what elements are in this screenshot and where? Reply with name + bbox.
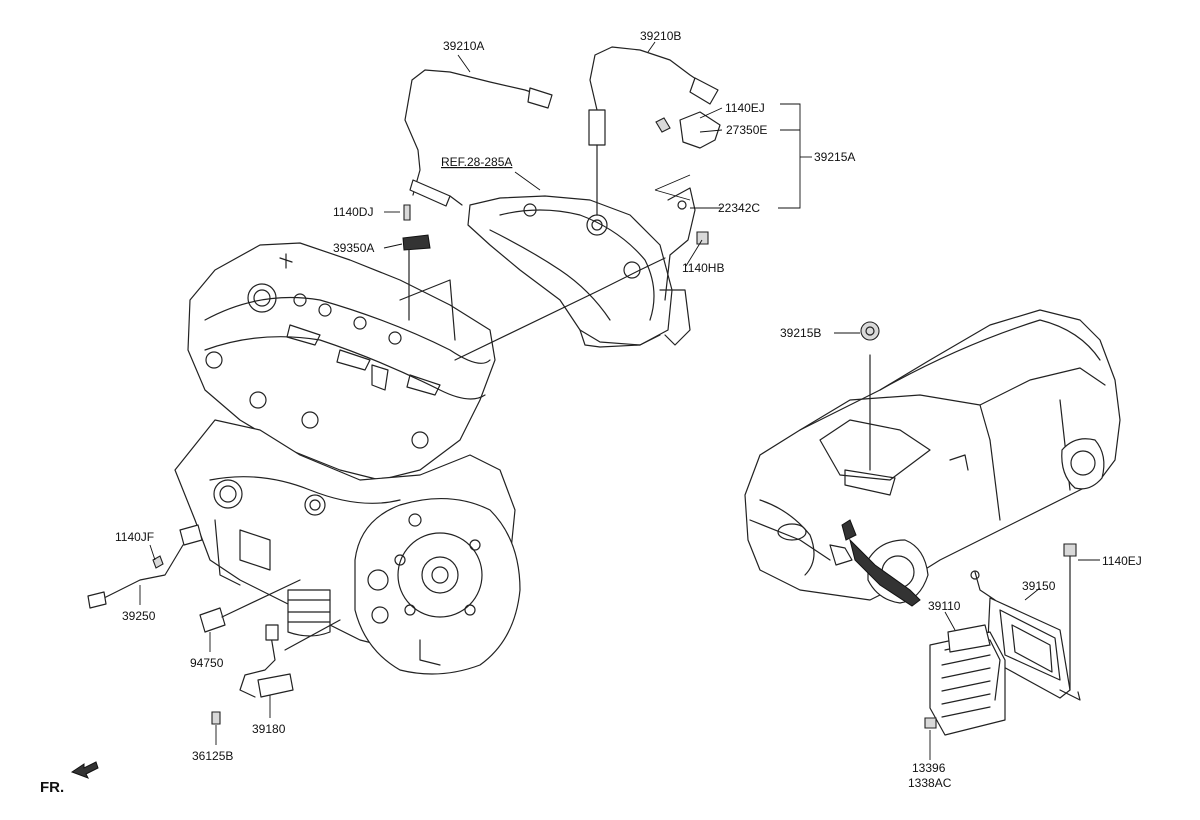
ecu-module	[924, 624, 1006, 736]
engine-block	[174, 242, 521, 675]
exhaust-manifold	[467, 195, 691, 348]
label-39350A: 39350A	[333, 241, 374, 255]
knock-sensor	[87, 524, 203, 609]
label-1140JF: 1140JF	[115, 530, 154, 544]
label-1140EJ-top: 1140EJ	[725, 101, 765, 115]
part-labels: 39210A 39210B 1140EJ 27350E 39215A REF.2…	[115, 29, 1142, 790]
grommet-39215B	[860, 321, 880, 341]
leader-lines	[139, 41, 1100, 760]
label-94750: 94750	[190, 656, 224, 670]
label-39180: 39180	[252, 722, 286, 736]
oxygen-sensor-39210B	[588, 46, 719, 216]
label-13396: 13396	[912, 761, 946, 775]
label-ref-28-285A: REF.28-285A	[441, 155, 512, 169]
label-1140EJ-right: 1140EJ	[1102, 554, 1142, 568]
bolt-1140HB	[696, 231, 709, 245]
label-39210A: 39210A	[443, 39, 484, 53]
label-39215A: 39215A	[814, 150, 855, 164]
oxygen-sensor-39210A	[404, 69, 553, 207]
label-39210B: 39210B	[640, 29, 681, 43]
label-27350E: 27350E	[726, 123, 767, 137]
heat-shield-bracket	[664, 111, 721, 301]
vehicle-illustration	[744, 309, 1121, 607]
label-39110: 39110	[928, 599, 961, 613]
label-22342C: 22342C	[718, 201, 760, 215]
label-39150: 39150	[1022, 579, 1056, 593]
oil-pressure-switch	[199, 579, 301, 633]
label-1140DJ: 1140DJ	[333, 205, 373, 219]
label-39250: 39250	[122, 609, 156, 623]
label-36125B: 36125B	[192, 749, 233, 763]
label-1338AC: 1338AC	[908, 776, 952, 790]
front-direction-arrow-icon	[70, 761, 99, 779]
crankshaft-position-sensor	[211, 619, 341, 725]
label-1140HB: 1140HB	[682, 261, 724, 275]
label-39215B: 39215B	[780, 326, 821, 340]
camshaft-position-sensor	[402, 204, 431, 321]
front-label: FR.	[40, 779, 64, 796]
front-indicator: FR.	[40, 761, 99, 796]
